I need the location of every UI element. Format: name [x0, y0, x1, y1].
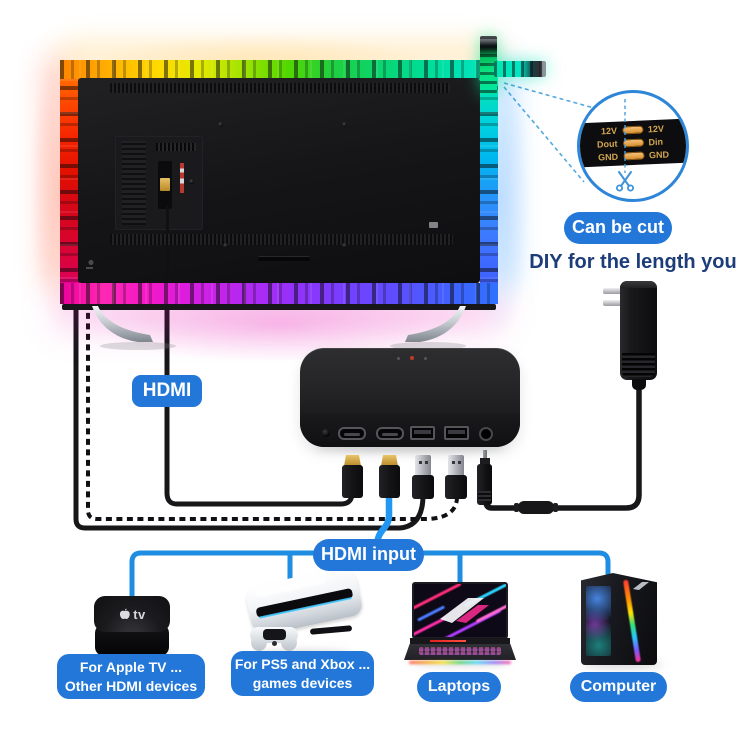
ps5-caption: For PS5 and Xbox ...games devices	[231, 651, 374, 696]
tv-vent-bottom	[110, 234, 453, 245]
tv-slot	[258, 256, 310, 261]
screw	[218, 122, 223, 127]
cable-coupler	[514, 501, 558, 514]
tv-back-with-led-strip	[60, 60, 498, 310]
laptop-hinge	[410, 638, 510, 644]
apple-tv-caption: For Apple TV ...Other HDMI devices	[57, 654, 205, 699]
rog-logo-icon	[440, 598, 489, 623]
dc-plug	[477, 464, 492, 505]
usb-plug	[412, 475, 434, 499]
strip-controller-dongle	[158, 161, 172, 209]
hdmi-port-2	[376, 427, 404, 440]
apple-tv-device: tv	[94, 596, 170, 656]
power-adapter	[620, 281, 657, 380]
hdmi-plug-tip	[344, 455, 361, 466]
screw	[189, 179, 194, 184]
indicator-dot	[397, 357, 400, 360]
gaming-laptop	[404, 582, 516, 666]
mount-vents	[122, 141, 146, 225]
tv-mount-recess	[115, 136, 203, 230]
diy-caption: DIY for the length you	[529, 251, 737, 273]
can-be-cut-label: Can be cut	[564, 212, 672, 244]
apple-tv-logo: tv	[94, 607, 170, 622]
hdmi-plug-tip	[381, 455, 398, 466]
dashed-usb-cable	[86, 305, 459, 521]
ps5-console	[240, 564, 366, 660]
hdmi-plug-blue-cable	[379, 465, 400, 498]
apple-tv-top	[94, 596, 170, 632]
rog-logo-small-icon	[633, 582, 649, 590]
hdmi-cable-label: HDMI	[132, 375, 202, 407]
controller-touchpad	[263, 629, 286, 640]
laptop-keyboard-deck	[404, 644, 516, 660]
controller-stick	[272, 641, 277, 646]
ps5-stand	[309, 625, 353, 635]
led-strip-right	[480, 60, 498, 286]
dc-plug-pin	[483, 450, 487, 460]
dc-plug-collar	[480, 458, 490, 466]
tv-sticker	[429, 222, 438, 228]
tv-bottom-edge	[62, 304, 496, 310]
cut-line-dashed	[624, 99, 626, 173]
led-strip-cut-segment-vertical	[480, 36, 497, 94]
can-be-cut-text: Can be cut	[571, 217, 664, 238]
hdmi-input-text: HDMI input	[321, 544, 416, 565]
screw	[342, 243, 347, 248]
laptop-screen	[412, 582, 508, 639]
game-controller	[250, 624, 298, 656]
usb-plug-shield	[448, 455, 464, 476]
hdmi-label-text: HDMI	[142, 379, 192, 401]
usb-cable-to-strip	[73, 302, 426, 531]
tv-back-panel	[78, 78, 480, 283]
usb-plug-shield	[415, 455, 431, 476]
adapter-ribs	[622, 353, 655, 377]
tv-brand-mark	[86, 259, 96, 269]
hdmi-input-label: HDMI input	[313, 539, 424, 571]
laptop-rgb-glow	[409, 661, 511, 664]
usb-port-2	[444, 426, 469, 440]
indicator-dot	[424, 357, 427, 360]
hdmi-connector-gold	[160, 178, 170, 191]
stand-leg-right	[405, 306, 466, 342]
ir-receiver	[322, 429, 330, 437]
led-strip-left	[60, 60, 80, 286]
plug-prong	[603, 288, 622, 294]
usb-plug	[445, 475, 467, 499]
led-strip-cut-segment-horizontal	[494, 61, 546, 77]
usb-port-1	[410, 426, 435, 440]
indicator-led-red	[410, 356, 414, 360]
strip-cut-detail-callout: 12V 12V Dout Din GND GND	[577, 90, 689, 202]
hdmi-port-1	[338, 427, 366, 440]
gaming-pc-tower	[577, 571, 661, 669]
adapter-cable-neck	[632, 379, 646, 390]
screw	[342, 122, 347, 127]
laptops-caption: Laptops	[417, 672, 501, 702]
hdmi-plug	[342, 465, 363, 498]
dc-power-jack	[479, 427, 493, 441]
magnifier-line-top	[503, 82, 595, 109]
led-strip-bottom	[60, 283, 498, 304]
computer-caption: Computer	[570, 672, 667, 702]
plug-prong	[603, 300, 622, 306]
hdmi-sync-box	[300, 348, 520, 447]
port-markings	[180, 163, 184, 193]
apple-tv-mark: tv	[133, 607, 146, 622]
screw	[223, 243, 228, 248]
scissors-icon	[616, 171, 634, 192]
laptop-keyboard	[419, 647, 501, 655]
pc-glass-panel	[586, 586, 611, 656]
apple-logo-icon	[120, 608, 130, 620]
stand-leg-left	[92, 306, 153, 342]
mount-vent-top	[156, 143, 196, 151]
stand-shadow-left	[100, 342, 176, 350]
tv-vent-top	[110, 83, 450, 93]
magnifier-line-bottom	[503, 86, 585, 183]
led-strip-top	[60, 60, 498, 79]
